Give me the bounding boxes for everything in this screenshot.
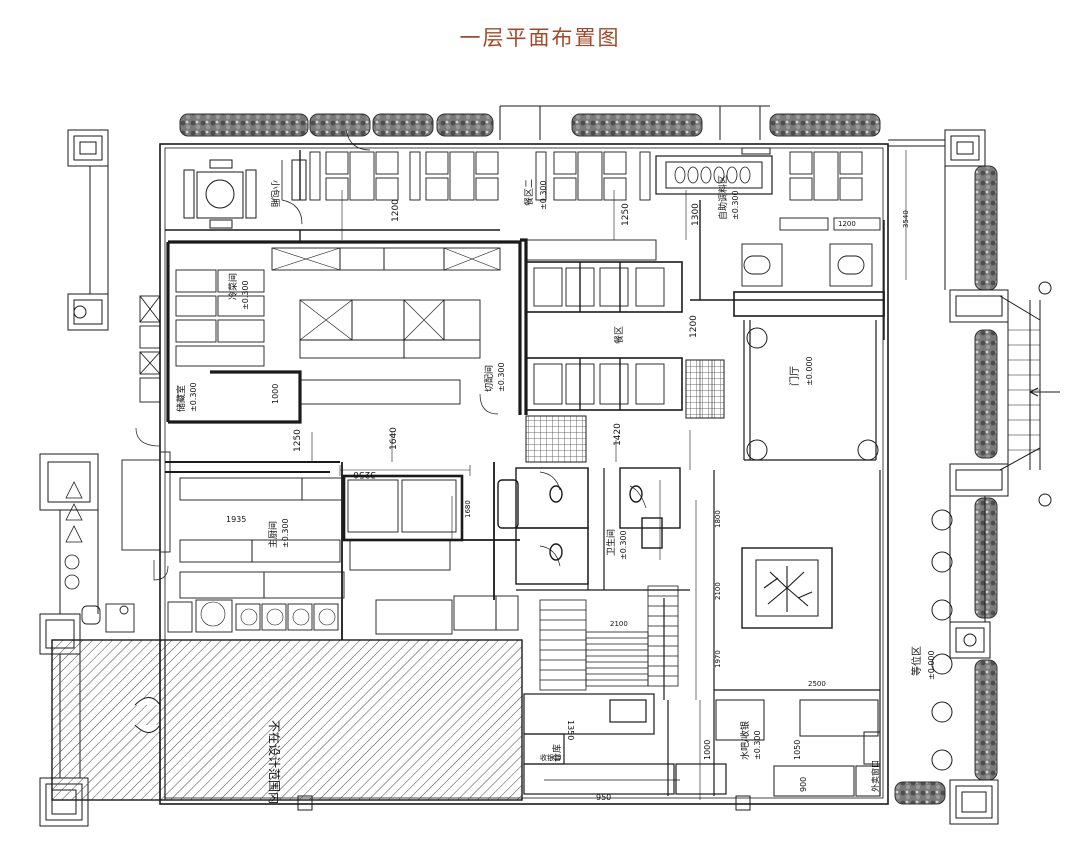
room-label-mainkitchen: 主厨间	[267, 521, 279, 548]
room-level-prep: ±0.300	[497, 362, 506, 392]
room-label-selfservice: 自助调料区	[717, 175, 729, 220]
dim-1000-b: 1000	[703, 740, 712, 760]
dim-1350: 1350	[566, 720, 575, 740]
dim-1300: 1300	[691, 203, 701, 226]
dim-1250-a: 1250	[621, 203, 631, 226]
room-label-excluded: 不在设计范围内	[267, 720, 281, 804]
room-label-restroom: 卫生间	[605, 529, 617, 556]
room-label-takeout: 外卖窗口	[870, 760, 880, 792]
room-label-cashier: 收银台	[540, 753, 561, 762]
dim-1420: 1420	[613, 423, 623, 446]
page-title: 一层平面布置图	[459, 26, 621, 50]
room-label-bar: 水吧/收银	[739, 721, 751, 760]
hedge-top	[179, 113, 881, 137]
room-level-mainkitchen: ±0.300	[281, 518, 290, 548]
dim-900: 900	[799, 777, 808, 792]
dim-1200-c: 1200	[838, 220, 856, 228]
room-label-coldkitchen: 冷菜间	[227, 273, 239, 300]
dim-1050: 1050	[793, 740, 802, 760]
dim-3540: 3540	[902, 210, 910, 228]
dim-950: 950	[596, 793, 611, 802]
dim-2100-b: 2100	[610, 620, 628, 628]
table-set-icon	[183, 159, 257, 229]
dim-3250: 3250	[353, 469, 376, 479]
dim-1640: 1640	[389, 427, 399, 450]
dim-1800: 1800	[714, 510, 722, 528]
room-label-storage: 储藏室	[175, 385, 187, 412]
room-level-dining2: ±0.300	[539, 180, 548, 210]
dim-1000-a: 1000	[271, 384, 280, 404]
room-level-waiting: ±0.000	[927, 650, 936, 680]
tree-icon	[741, 547, 833, 629]
room-label-warehouse: 仓库	[551, 744, 563, 762]
hedge-right	[894, 165, 998, 805]
room-level-lobby: ±0.000	[805, 356, 814, 386]
dim-1200-a: 1200	[391, 199, 401, 222]
room-label-lobby: 门厅	[788, 366, 801, 386]
stair-icon	[539, 585, 679, 691]
room-label-prep: 切配间	[483, 365, 495, 392]
dim-1935: 1935	[226, 515, 246, 524]
room-level-coldkitchen: ±0.300	[241, 280, 250, 310]
dim-1970: 1970	[714, 650, 722, 668]
dim-1680: 1680	[464, 500, 472, 518]
dim-2500: 2500	[808, 680, 826, 688]
column-icon	[39, 129, 1009, 827]
room-level-storage: ±0.300	[189, 382, 198, 412]
room-label-dining2: 餐区二	[523, 179, 535, 206]
dining-tables-top	[309, 151, 863, 201]
dim-1250-b: 1250	[293, 429, 303, 452]
cone-decor	[64, 481, 83, 590]
dining-booths	[525, 239, 683, 411]
room-label-dining: 餐区	[613, 326, 625, 344]
room-label-private: 小包厢	[269, 180, 281, 207]
room-level-selfservice: ±0.300	[731, 190, 740, 220]
toilet-icon	[497, 467, 681, 585]
room-level-bar: ±0.300	[753, 730, 762, 760]
room-level-restroom: ±0.300	[619, 530, 628, 560]
door-swing-icon	[135, 129, 647, 581]
room-label-waiting: 等位区	[910, 646, 923, 676]
dim-2100-a: 2100	[714, 582, 722, 600]
dim-1200-b: 1200	[689, 315, 699, 338]
